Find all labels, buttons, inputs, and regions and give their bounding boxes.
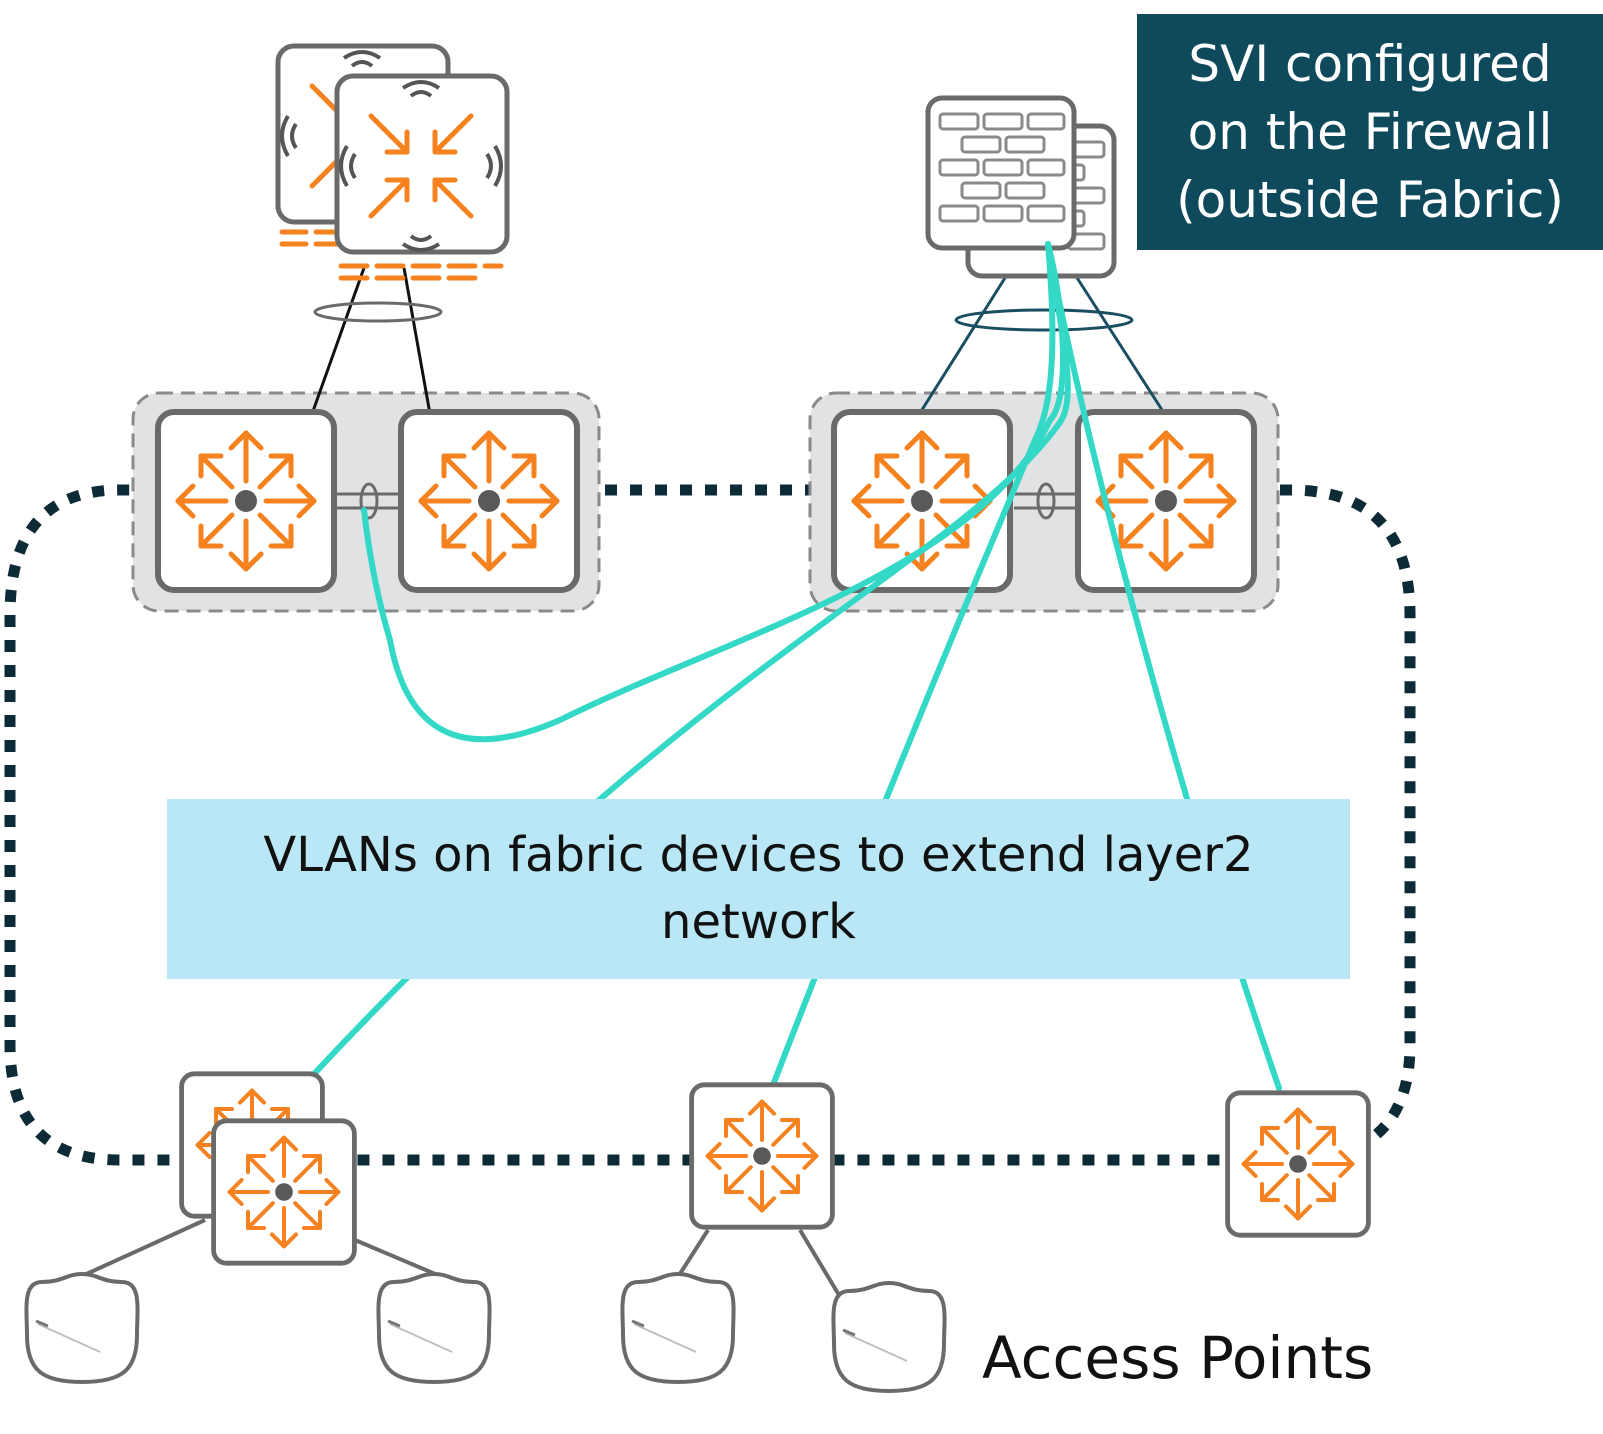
- firewall-lag-ring: [954, 308, 1134, 332]
- switch-icon: [689, 1082, 835, 1230]
- svi-callout-text: SVI configured on the Firewall (outside …: [1176, 35, 1564, 229]
- wireless-controller-icon: [275, 43, 510, 281]
- ap-link-1: [81, 1218, 206, 1278]
- vlan-callout: VLANs on fabric devices to extend layer2…: [167, 799, 1350, 979]
- access-points-label: Access Points: [982, 1324, 1374, 1392]
- switch-icon: [1075, 409, 1257, 593]
- controller-lag-ring: [313, 301, 443, 323]
- ap-link-2: [354, 1238, 441, 1278]
- fabric-ring: [4, 484, 1416, 1166]
- access-point-icon: [24, 1272, 140, 1384]
- firewall-uplink-left: [918, 269, 1012, 414]
- access-point-icon: [620, 1272, 736, 1384]
- switch-icon: [155, 409, 337, 593]
- switch-icon: [398, 409, 580, 593]
- vlan-callout-text: VLANs on fabric devices to extend layer2…: [263, 827, 1254, 950]
- ap-link-4: [798, 1228, 844, 1302]
- isl-link-right: [1014, 482, 1078, 520]
- svi-callout: SVI configured on the Firewall (outside …: [1137, 14, 1603, 250]
- access-point-icon: [376, 1272, 492, 1384]
- firewall-uplink-right: [1070, 269, 1166, 414]
- access-point-icon: [831, 1281, 947, 1393]
- ap-link-3: [674, 1228, 710, 1282]
- controller-uplink-left: [310, 267, 366, 415]
- switch-icon: [1225, 1090, 1371, 1238]
- switch-icon: [211, 1118, 357, 1266]
- firewall-icon: [925, 95, 1117, 279]
- controller-uplink-right: [402, 267, 432, 415]
